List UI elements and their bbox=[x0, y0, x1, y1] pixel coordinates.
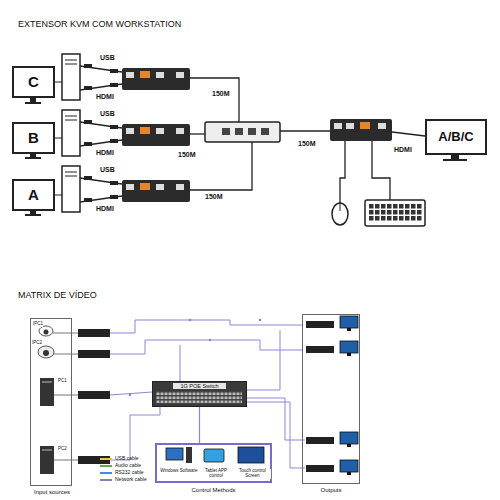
text-label: 150M bbox=[298, 140, 316, 148]
monitor-stands bbox=[25, 98, 467, 216]
text-label: HDMI bbox=[96, 149, 114, 157]
node-label: C bbox=[14, 74, 53, 91]
node-label: B bbox=[14, 130, 53, 147]
network-switch bbox=[205, 122, 280, 142]
section-title: EXTENSOR KVM COM WORKSTATION bbox=[18, 20, 181, 30]
text-label: PC2 bbox=[58, 447, 67, 452]
node-box: C bbox=[12, 66, 55, 98]
node-box: A bbox=[12, 179, 55, 211]
node-label: Outputs bbox=[303, 487, 359, 494]
keyboard-keys bbox=[369, 204, 422, 221]
node-sublabel: Windows Software bbox=[158, 469, 200, 474]
node-box: A/B/C bbox=[425, 119, 487, 155]
legend-text: Audio cable bbox=[115, 463, 141, 469]
text-label: USB bbox=[100, 166, 115, 174]
text-label: PC1 bbox=[58, 379, 67, 384]
connector bbox=[199, 407, 200, 443]
node-sublabel: Tablet APP control bbox=[199, 469, 233, 479]
mouse-keyboard bbox=[332, 200, 425, 226]
text-label: IPC2 bbox=[32, 341, 42, 346]
node-label: A/B/C bbox=[427, 130, 485, 144]
tower-bays bbox=[65, 60, 77, 176]
node-label: Input sources bbox=[19, 489, 85, 496]
text-label: USB bbox=[100, 110, 115, 118]
kvm-extenders bbox=[122, 68, 392, 202]
node-label: Control Methods bbox=[157, 487, 270, 494]
legend-text: USB cable bbox=[115, 456, 139, 462]
node-box: 1G POE Switch bbox=[152, 381, 247, 407]
legend-swatch bbox=[100, 465, 112, 467]
legend-swatch bbox=[100, 479, 112, 481]
plugs bbox=[84, 64, 118, 202]
legend-text: Network cable bbox=[115, 477, 147, 483]
poe-switch bbox=[152, 381, 247, 407]
node-box: Outputs bbox=[302, 314, 360, 484]
node-label: 1G POE Switch bbox=[173, 383, 226, 389]
text-label: MATRIX DE VÍDEO bbox=[18, 291, 97, 301]
node-sublabel: Touch control Screen bbox=[234, 469, 271, 479]
node-box: B bbox=[12, 122, 55, 154]
decoders bbox=[306, 321, 334, 472]
video-wires bbox=[110, 320, 305, 468]
output-screens bbox=[340, 316, 358, 475]
legend-text: RS232 cable bbox=[115, 470, 144, 476]
node-label: A bbox=[14, 187, 53, 204]
legend-swatch bbox=[100, 472, 112, 474]
pc-cables bbox=[55, 82, 62, 195]
text-label: IPC1 bbox=[33, 322, 43, 327]
control-icons bbox=[166, 447, 264, 463]
text-label: USB bbox=[100, 54, 115, 62]
usb-hdmi-cables bbox=[80, 66, 122, 202]
network-wires bbox=[190, 78, 425, 205]
source-cables bbox=[53, 333, 78, 460]
pc-towers bbox=[62, 54, 80, 212]
encoders bbox=[78, 329, 110, 464]
text-label: HDMI bbox=[394, 146, 412, 154]
text-label: 150M bbox=[212, 90, 230, 98]
text-label: HDMI bbox=[96, 205, 114, 213]
node-box: Control MethodsWindows SoftwareTablet AP… bbox=[155, 443, 272, 483]
text-label: HDMI bbox=[96, 93, 114, 101]
text-label: 150M bbox=[205, 193, 223, 201]
legend-swatch bbox=[100, 458, 112, 460]
text-label: 150M bbox=[178, 151, 196, 159]
input-devices bbox=[38, 326, 54, 474]
